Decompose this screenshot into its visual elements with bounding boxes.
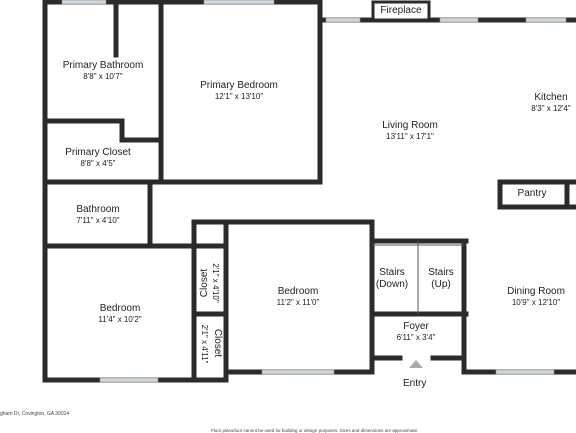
room-name: Bedroom [99,303,141,314]
room-subtitle: (Up) [431,279,451,290]
room-name: Bathroom [76,204,120,215]
room-dining-room: Dining Room 10'9" x 12'10" [507,286,565,308]
footer-disclaimer: Floor plans/tour cannot be used for buil… [211,428,419,433]
room-dimensions: 2'1" x 4'11" [200,324,209,364]
room-dimensions: 6'11" x 3'4" [396,333,436,342]
room-subtitle: (Down) [375,279,409,290]
room-dimensions: 12'1" x 13'10" [214,92,264,101]
room-bathroom: Bathroom 7'11" x 4'10" [76,204,119,226]
room-stairs-up: Stairs (Up) [428,267,454,291]
room-closet-2: Closet [209,313,223,373]
entry-arrow-icon [409,360,423,368]
room-closet-1-dims: 2'1" x 4'10" [210,253,220,313]
room-primary-bedroom: Primary Bedroom 12'1" x 13'10" [200,80,278,102]
room-dimensions: 11'4" x 10'2" [98,315,142,324]
room-stairs-down: Stairs (Down) [376,267,408,291]
window [261,369,335,375]
room-name: Closet [212,328,223,358]
room-bedroom-center: Bedroom 11'2" x 11'0" [277,286,320,308]
room-closet-2-dims: 2'1" x 4'11" [199,314,209,374]
room-name: Foyer [403,321,429,332]
entry-label: Entry [403,378,427,389]
room-living-room: Living Room 13'11" x 17'1" [382,120,438,142]
room-dimensions: 2'1" x 4'10" [211,263,220,303]
room-name: Living Room [382,120,438,131]
room-name: Kitchen [534,92,568,103]
room-primary-closet: Primary Closet 8'8" x 4'5" [65,147,131,169]
room-name: Dining Room [507,286,565,297]
room-dimensions: 7'11" x 4'10" [76,216,120,225]
window [61,0,107,5]
window [525,17,567,23]
window [99,377,159,383]
room-kitchen: Kitchen 8'3" x 12'4" [531,92,570,114]
room-name: Primary Bathroom [62,60,144,71]
window [325,17,361,23]
room-dimensions: 8'8" x 4'5" [80,159,116,168]
room-name: Stairs [379,267,405,278]
room-dimensions: 13'11" x 17'1" [386,132,434,141]
room-dimensions: 11'2" x 11'0" [276,298,320,307]
room-name: Pantry [517,188,547,199]
room-name: Primary Closet [65,147,131,158]
fireplace-label: Fireplace [380,5,421,17]
footer-address: gham Dr, Covington, GA 30014 [0,411,70,417]
window [439,17,479,23]
room-name: Primary Bedroom [200,80,278,91]
room-name: Fireplace [380,5,422,16]
window [495,369,555,375]
room-name: Bedroom [277,286,319,297]
room-dimensions: 10'9" x 12'10" [511,298,561,307]
room-dimensions: 8'8" x 10'7" [83,72,123,81]
room-bedroom-left: Bedroom 11'4" x 10'2" [98,303,141,325]
fireplace-box [371,0,431,22]
room-primary-bathroom: Primary Bathroom 8'8" x 10'7" [63,60,144,82]
room-foyer: Foyer 6'11" x 3'4" [397,321,436,343]
window [203,0,275,5]
room-pantry: Pantry [518,188,547,200]
room-name: Stairs [428,267,454,278]
room-dimensions: 8'3" x 12'4" [531,104,571,113]
